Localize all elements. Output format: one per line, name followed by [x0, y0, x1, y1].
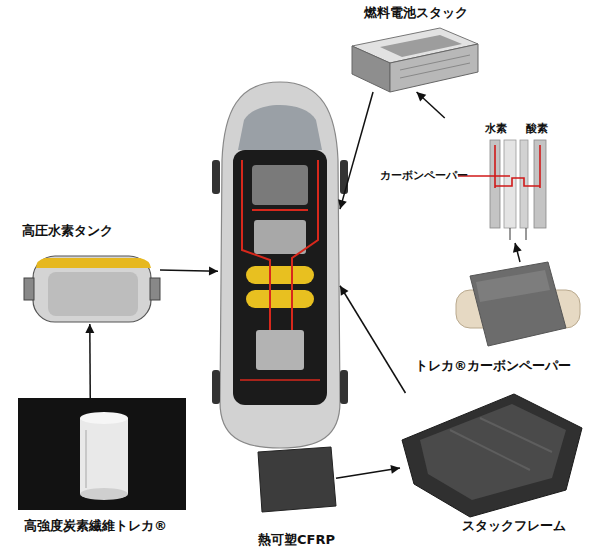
- frame-inner: [420, 404, 566, 500]
- stack-cell-block: [380, 35, 462, 57]
- node-label: 熱可塑CFRP: [258, 532, 335, 548]
- car-motor: [252, 165, 308, 205]
- connector-line: [417, 92, 445, 118]
- node-label: 酸素: [526, 121, 548, 137]
- cfrp-sheet: [258, 447, 336, 512]
- oxygen-path: [539, 145, 541, 188]
- frame-body: [402, 394, 582, 517]
- connector-line: [515, 243, 520, 262]
- tank-valve: [24, 278, 34, 300]
- frame-rib: [480, 418, 552, 452]
- stack-rib: [400, 55, 470, 70]
- image-node: 高強度炭素繊維トレカ®: [18, 398, 186, 510]
- image-node: 熱可塑CFRP: [255, 447, 336, 512]
- fiber-spool: [80, 418, 128, 494]
- car-wheel: [340, 370, 348, 404]
- car-stack: [254, 220, 306, 254]
- roll-illustration: [456, 262, 580, 346]
- node-label: 高強度炭素繊維トレカ®: [24, 518, 167, 534]
- stack-side: [352, 46, 390, 92]
- tank-valve: [150, 278, 160, 300]
- car-battery: [256, 330, 304, 370]
- spool-bottom: [80, 488, 128, 500]
- image-node: 燃料電池スタック: [350, 30, 478, 92]
- arrow-head: [340, 286, 349, 296]
- paper-sheen: [476, 270, 550, 302]
- car-wheel: [212, 160, 220, 194]
- car-wire: [252, 209, 308, 211]
- arrow-connector: [338, 92, 373, 209]
- node-label: 燃料電池スタック: [364, 5, 468, 21]
- image-node: 高圧水素タンク: [25, 252, 160, 324]
- car-tank: [246, 266, 314, 284]
- reaction-path: [495, 178, 540, 186]
- arrow-connector: [513, 243, 522, 262]
- image-node: スタックフレーム: [400, 393, 582, 518]
- separator-plate: [490, 140, 500, 228]
- image-node: [218, 85, 340, 450]
- arrow-head: [338, 199, 347, 209]
- arrow-head: [85, 324, 94, 333]
- car-illustration: [212, 82, 348, 448]
- fiber-photo: [18, 398, 186, 510]
- tank-body: [33, 256, 151, 322]
- connector-line: [340, 92, 373, 209]
- car-interior: [233, 150, 327, 405]
- car-wire: [240, 379, 320, 381]
- tank-liner-edge: [36, 258, 151, 268]
- node-label: 高圧水素タンク: [22, 223, 113, 239]
- image-node: トレカ®カーボンペーパー: [455, 262, 580, 347]
- connector-line: [89, 324, 91, 398]
- connector-line: [160, 270, 218, 271]
- stack-illustration: [352, 28, 478, 92]
- spool-shade: [85, 430, 87, 488]
- node-label: カーボンペーパー: [380, 168, 468, 184]
- car-wire: [242, 160, 270, 330]
- paper-sheet: [470, 262, 566, 346]
- car-tank: [246, 290, 314, 308]
- car-wire: [292, 160, 318, 330]
- spool-top: [80, 412, 128, 424]
- car-wheel: [212, 370, 220, 404]
- node-label: スタックフレーム: [462, 518, 566, 534]
- image-node: 水素 酸素カーボンペーパー: [380, 118, 565, 243]
- terminal-line: [526, 228, 527, 240]
- arrow-head: [209, 266, 218, 275]
- photo-background: [18, 398, 186, 510]
- arrow-head: [417, 92, 427, 101]
- arrow-connector: [417, 92, 445, 118]
- arrow-connector: [160, 266, 218, 275]
- cell-schematic: [458, 140, 546, 240]
- car-body: [220, 82, 340, 448]
- arrow-head: [513, 243, 522, 253]
- connector-line: [340, 286, 405, 393]
- arrow-connector: [340, 286, 405, 393]
- car-windshield: [238, 105, 322, 150]
- node-label: 水素: [485, 121, 507, 137]
- separator-plate: [534, 140, 546, 228]
- arrow-connector: [85, 324, 94, 398]
- car-wheel: [340, 160, 348, 194]
- electrode-plate: [504, 140, 516, 228]
- frame-illustration: [402, 394, 582, 517]
- arrow-connector: [336, 465, 400, 478]
- hydrogen-path: [494, 145, 496, 188]
- arrow-head: [390, 465, 400, 474]
- node-label: トレカ®カーボンペーパー: [415, 358, 571, 374]
- connector-line: [336, 468, 400, 478]
- tank-shading: [48, 272, 138, 316]
- tank-illustration: [24, 256, 160, 322]
- stack-rib: [400, 63, 470, 78]
- terminal-line: [510, 228, 511, 240]
